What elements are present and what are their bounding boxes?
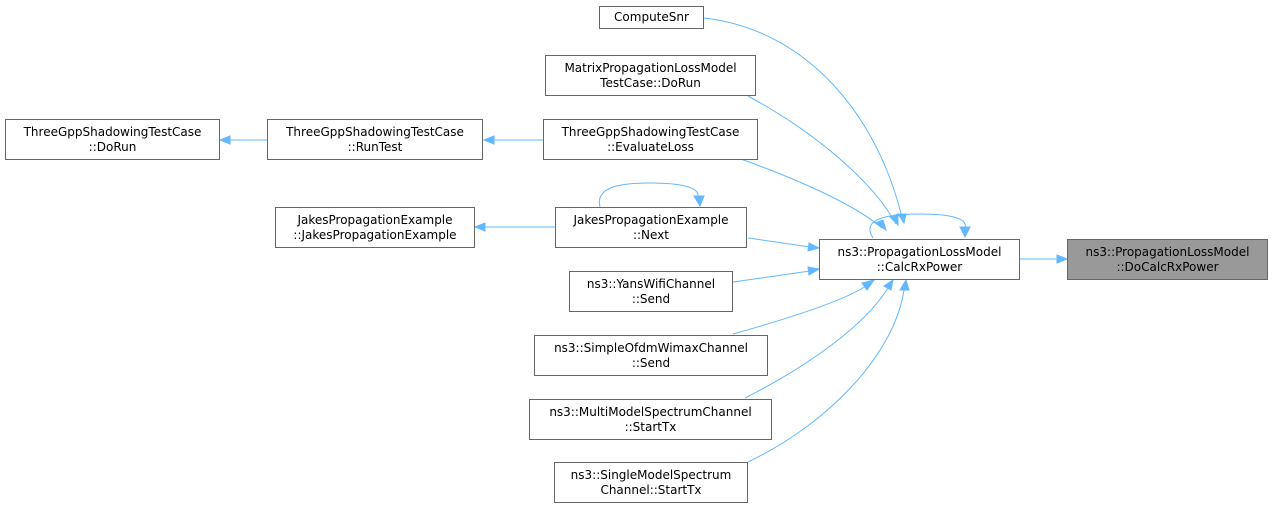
arrowhead-icon [218, 135, 231, 145]
node-label: ::DoCalcRxPower [1116, 259, 1219, 274]
node-ofdm-send[interactable]: ns3::SimpleOfdmWimaxChannel ::Send [534, 335, 768, 376]
edge-ofdm-to-calcrxpower [732, 285, 867, 335]
node-label: ThreeGppShadowingTestCase [561, 124, 740, 139]
node-threegpp-dorun[interactable]: ThreeGppShadowingTestCase ::DoRun [5, 119, 220, 160]
node-label: ::RunTest [347, 139, 403, 154]
arrowhead-icon [873, 219, 887, 232]
node-label: ns3::PropagationLossModel [1085, 244, 1250, 259]
arrowhead-icon [897, 213, 907, 225]
node-label: ::EvaluateLoss [607, 139, 694, 154]
arrowhead-icon [807, 242, 821, 252]
arrowhead-icon [899, 278, 910, 291]
node-label: ns3::PropagationLossModel [837, 244, 1002, 259]
arrowhead-icon [807, 266, 821, 276]
node-singlemodel-starttx[interactable]: ns3::SingleModelSpectrum Channel::StartT… [554, 462, 748, 503]
node-label: ns3::YansWifiChannel [586, 276, 716, 291]
node-label: ::Send [631, 355, 671, 370]
arrowhead-icon [959, 226, 971, 239]
node-label: ::Send [631, 291, 671, 306]
node-label: ::StartTx [624, 419, 677, 434]
node-label: TestCase::DoRun [600, 75, 701, 90]
arrowhead-icon [883, 278, 894, 291]
node-label: ::CalcRxPower [876, 259, 963, 274]
node-label: ns3::SimpleOfdmWimaxChannel [554, 340, 748, 355]
node-multimodel-starttx[interactable]: ns3::MultiModelSpectrumChannel ::StartTx [529, 399, 772, 440]
node-threegpp-runtest[interactable]: ThreeGppShadowingTestCase ::RunTest [267, 119, 483, 160]
arrowhead-icon [482, 135, 495, 145]
edge-calcrxpower-selfloop [869, 213, 966, 239]
arrowhead-icon [861, 279, 876, 291]
edge-next-selfloop [598, 182, 699, 208]
node-label: ns3::SingleModelSpectrum [570, 467, 732, 482]
node-matrix-testcase-dorun[interactable]: MatrixPropagationLossModel TestCase::DoR… [545, 55, 756, 96]
node-label: ns3::MultiModelSpectrumChannel [549, 404, 752, 419]
edge-matrix-dorun-to-calcrxpower [747, 95, 897, 225]
node-threegpp-evaluateloss[interactable]: ThreeGppShadowingTestCase ::EvaluateLoss [543, 119, 758, 160]
edge-next-to-calcrxpower [747, 237, 811, 248]
node-label: ::Next [632, 227, 670, 242]
node-label: ::DoRun [88, 139, 137, 154]
edge-yans-to-calcrxpower [732, 270, 811, 283]
node-label: JakesPropagationExample [573, 212, 729, 227]
node-yans-send[interactable]: ns3::YansWifiChannel ::Send [569, 271, 733, 312]
arrowhead-icon [1056, 254, 1069, 264]
edge-computesnr-to-calcrxpower [703, 17, 904, 223]
arrowhead-icon [693, 195, 705, 208]
edge-evaluateloss-to-calcrxpower [737, 157, 883, 229]
node-label: ::JakesPropagationExample [293, 227, 457, 242]
node-label: Channel::StartTx [600, 482, 702, 497]
edge-singlemodel-to-calcrxpower [747, 289, 905, 463]
node-label: ThreeGppShadowingTestCase [23, 124, 202, 139]
node-label: JakesPropagationExample [297, 212, 453, 227]
node-label: MatrixPropagationLossModel [564, 60, 737, 75]
edge-multimodel-to-calcrxpower [744, 287, 889, 399]
node-label: ComputeSnr [614, 10, 689, 24]
node-compute-snr[interactable]: ComputeSnr [599, 6, 704, 29]
node-jakes-constructor[interactable]: JakesPropagationExample ::JakesPropagati… [275, 207, 475, 248]
node-do-calc-rx-power[interactable]: ns3::PropagationLossModel ::DoCalcRxPowe… [1067, 239, 1268, 280]
arrowhead-icon [473, 222, 486, 232]
node-calc-rx-power[interactable]: ns3::PropagationLossModel ::CalcRxPower [819, 239, 1020, 280]
node-jakes-next[interactable]: JakesPropagationExample ::Next [555, 207, 747, 248]
node-label: ThreeGppShadowingTestCase [286, 124, 464, 139]
